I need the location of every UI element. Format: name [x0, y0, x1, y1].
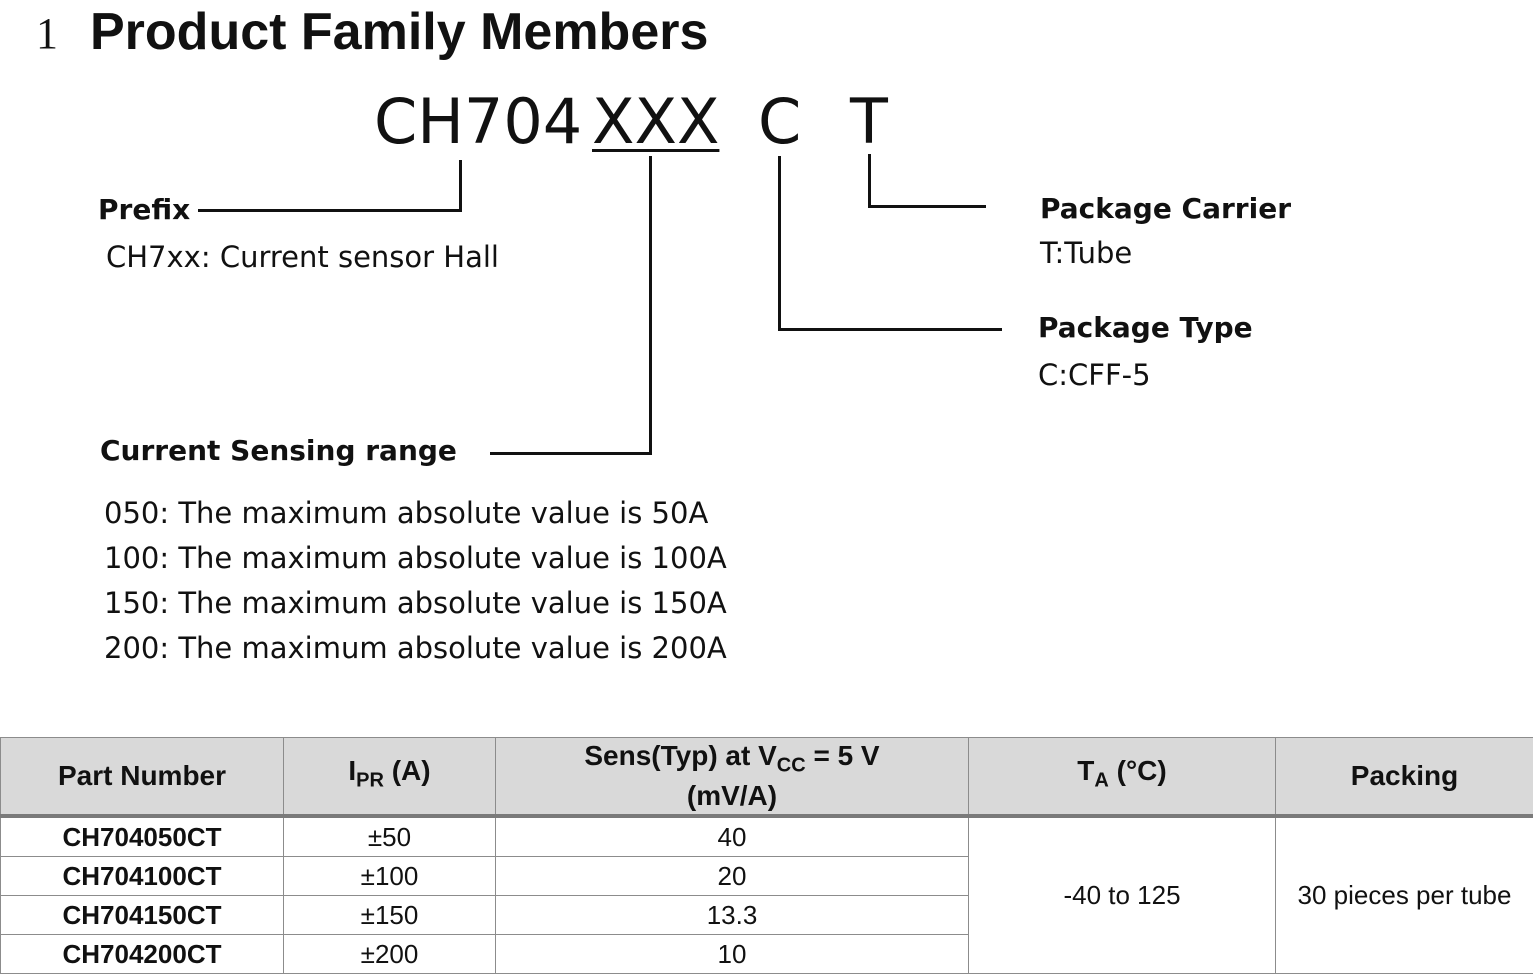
- carrier-connector-horizontal: [868, 205, 986, 208]
- cell-ipr: ±100: [284, 857, 496, 896]
- code-range: XXX: [592, 86, 719, 158]
- cell-part-number: CH704200CT: [1, 935, 284, 974]
- carrier-desc: T:Tube: [1040, 236, 1132, 270]
- code-prefix: CH704: [374, 86, 582, 158]
- prefix-label: Prefix: [98, 193, 190, 226]
- cell-packing: 30 pieces per tube: [1276, 816, 1533, 974]
- header-packing: Packing: [1276, 738, 1533, 817]
- code-package-type: C: [758, 86, 801, 158]
- section-number: 1: [36, 8, 58, 59]
- cell-part-number: CH704100CT: [1, 857, 284, 896]
- prefix-desc: CH7xx: Current sensor Hall: [106, 240, 499, 274]
- type-connector-vertical: [778, 156, 781, 331]
- cell-ipr: ±150: [284, 896, 496, 935]
- cell-sensitivity: 10: [496, 935, 969, 974]
- package-type-label: Package Type: [1038, 311, 1253, 344]
- cell-part-number: CH704050CT: [1, 816, 284, 857]
- range-item: 050: The maximum absolute value is 50A: [104, 496, 708, 530]
- product-table: Part Number IPR (A) Sens(Typ) at VCC = 5…: [0, 737, 1533, 974]
- package-type-desc: C:CFF-5: [1038, 358, 1151, 392]
- cell-ipr: ±200: [284, 935, 496, 974]
- header-part-number: Part Number: [1, 738, 284, 817]
- section-title: Product Family Members: [90, 2, 708, 62]
- cell-sensitivity: 40: [496, 816, 969, 857]
- cell-sensitivity: 13.3: [496, 896, 969, 935]
- cell-temperature: -40 to 125: [969, 816, 1276, 974]
- header-temperature: TA (°C): [969, 738, 1276, 817]
- cell-ipr: ±50: [284, 816, 496, 857]
- range-item: 150: The maximum absolute value is 150A: [104, 586, 727, 620]
- carrier-label: Package Carrier: [1040, 192, 1291, 225]
- range-label: Current Sensing range: [100, 434, 457, 467]
- range-item: 100: The maximum absolute value is 100A: [104, 541, 727, 575]
- type-connector-horizontal: [778, 328, 1002, 331]
- cell-part-number: CH704150CT: [1, 896, 284, 935]
- range-item: 200: The maximum absolute value is 200A: [104, 631, 727, 665]
- prefix-connector-vertical: [459, 160, 462, 212]
- header-ipr: IPR (A): [284, 738, 496, 817]
- range-connector-vertical: [649, 156, 652, 455]
- header-sensitivity: Sens(Typ) at VCC = 5 V(mV/A): [496, 738, 969, 817]
- cell-sensitivity: 20: [496, 857, 969, 896]
- table-header-row: Part Number IPR (A) Sens(Typ) at VCC = 5…: [1, 738, 1533, 817]
- table-row: CH704050CT ±50 40 -40 to 125 30 pieces p…: [1, 816, 1533, 857]
- code-carrier: T: [850, 86, 888, 158]
- range-connector-horizontal: [490, 452, 652, 455]
- prefix-connector-horizontal: [198, 209, 462, 212]
- carrier-connector-vertical: [868, 154, 871, 208]
